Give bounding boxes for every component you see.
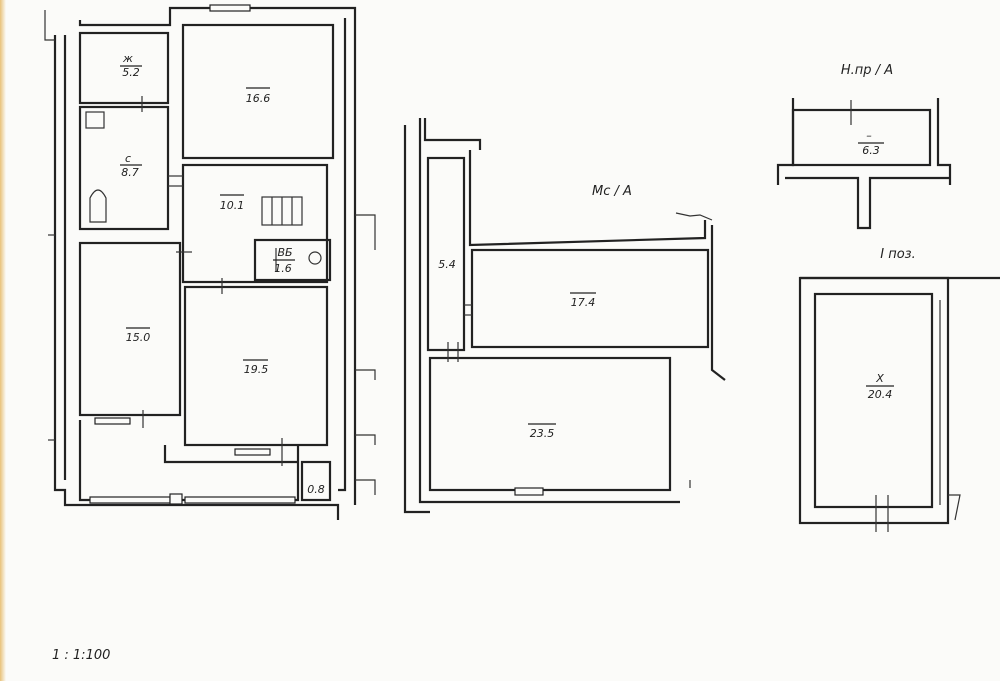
bathtub-icon — [89, 189, 107, 223]
scale-label: 1 : 1:100 — [52, 648, 110, 663]
room-0-8-walls — [300, 460, 332, 502]
room-symbol: – — [866, 129, 872, 142]
room-area-label: 5.4 — [438, 258, 456, 271]
room-17-4-walls — [470, 248, 710, 349]
window — [89, 496, 171, 504]
window — [169, 493, 183, 505]
room-1-6-walls — [253, 238, 332, 282]
window — [184, 496, 296, 504]
paper-edge — [0, 0, 6, 681]
room-area-label: 8.7 — [121, 166, 139, 179]
mansard-plan: Мс / А 5.4 17.4 23.5 — [403, 118, 726, 514]
room-symbol: с — [125, 152, 131, 165]
room-8-7-walls — [78, 105, 170, 231]
room-area-label: 23.5 — [530, 427, 555, 440]
room-area-label: 20.4 — [868, 388, 893, 401]
room-area-label: 17.4 — [571, 296, 596, 309]
floor1-plan: 5.2 ж 16.6 8.7 с 10.1 ВБ 1.6 15.0 19.5 0… — [44, 4, 376, 520]
room-19-5-walls — [183, 285, 329, 447]
window — [234, 448, 271, 456]
room-area-label: 5.2 — [122, 66, 140, 79]
room-symbol: ж — [122, 52, 133, 65]
room-area-label: 6.3 — [862, 144, 880, 157]
room-area-label: 19.5 — [244, 363, 269, 376]
window — [209, 4, 251, 12]
room-5-2-walls — [78, 31, 170, 105]
washbasin-icon — [85, 111, 105, 129]
room-23-5-walls — [428, 356, 672, 492]
room-symbol: ВБ — [277, 246, 292, 259]
room-area-label: 10.1 — [220, 199, 245, 212]
porch-plan: Н.пр / А – 6.3 — [776, 63, 952, 230]
basement-outer-walls — [798, 276, 950, 525]
room-16-6-walls — [181, 23, 335, 160]
plan-title: I поз. — [880, 247, 915, 262]
room-area-label: 16.6 — [246, 92, 271, 105]
room-15-0-walls — [78, 241, 182, 417]
room-6-3-walls — [791, 108, 932, 167]
room-5-4-walls — [426, 156, 466, 352]
room-10-1-walls — [181, 163, 329, 284]
room-area-label: 15.0 — [126, 331, 151, 344]
basement-plan: I поз. Х 20.4 — [798, 247, 1000, 532]
plan-title: Мс / А — [592, 184, 632, 199]
window — [94, 417, 131, 425]
stairs-icon — [261, 196, 303, 226]
plan-title: Н.пр / А — [841, 63, 893, 78]
room-area-label: 0.8 — [307, 483, 325, 496]
window — [514, 487, 544, 496]
toilet-icon — [308, 251, 322, 265]
room-area-label: 1.6 — [274, 262, 292, 275]
room-20-4-walls — [813, 292, 934, 509]
room-symbol: Х — [875, 372, 884, 385]
